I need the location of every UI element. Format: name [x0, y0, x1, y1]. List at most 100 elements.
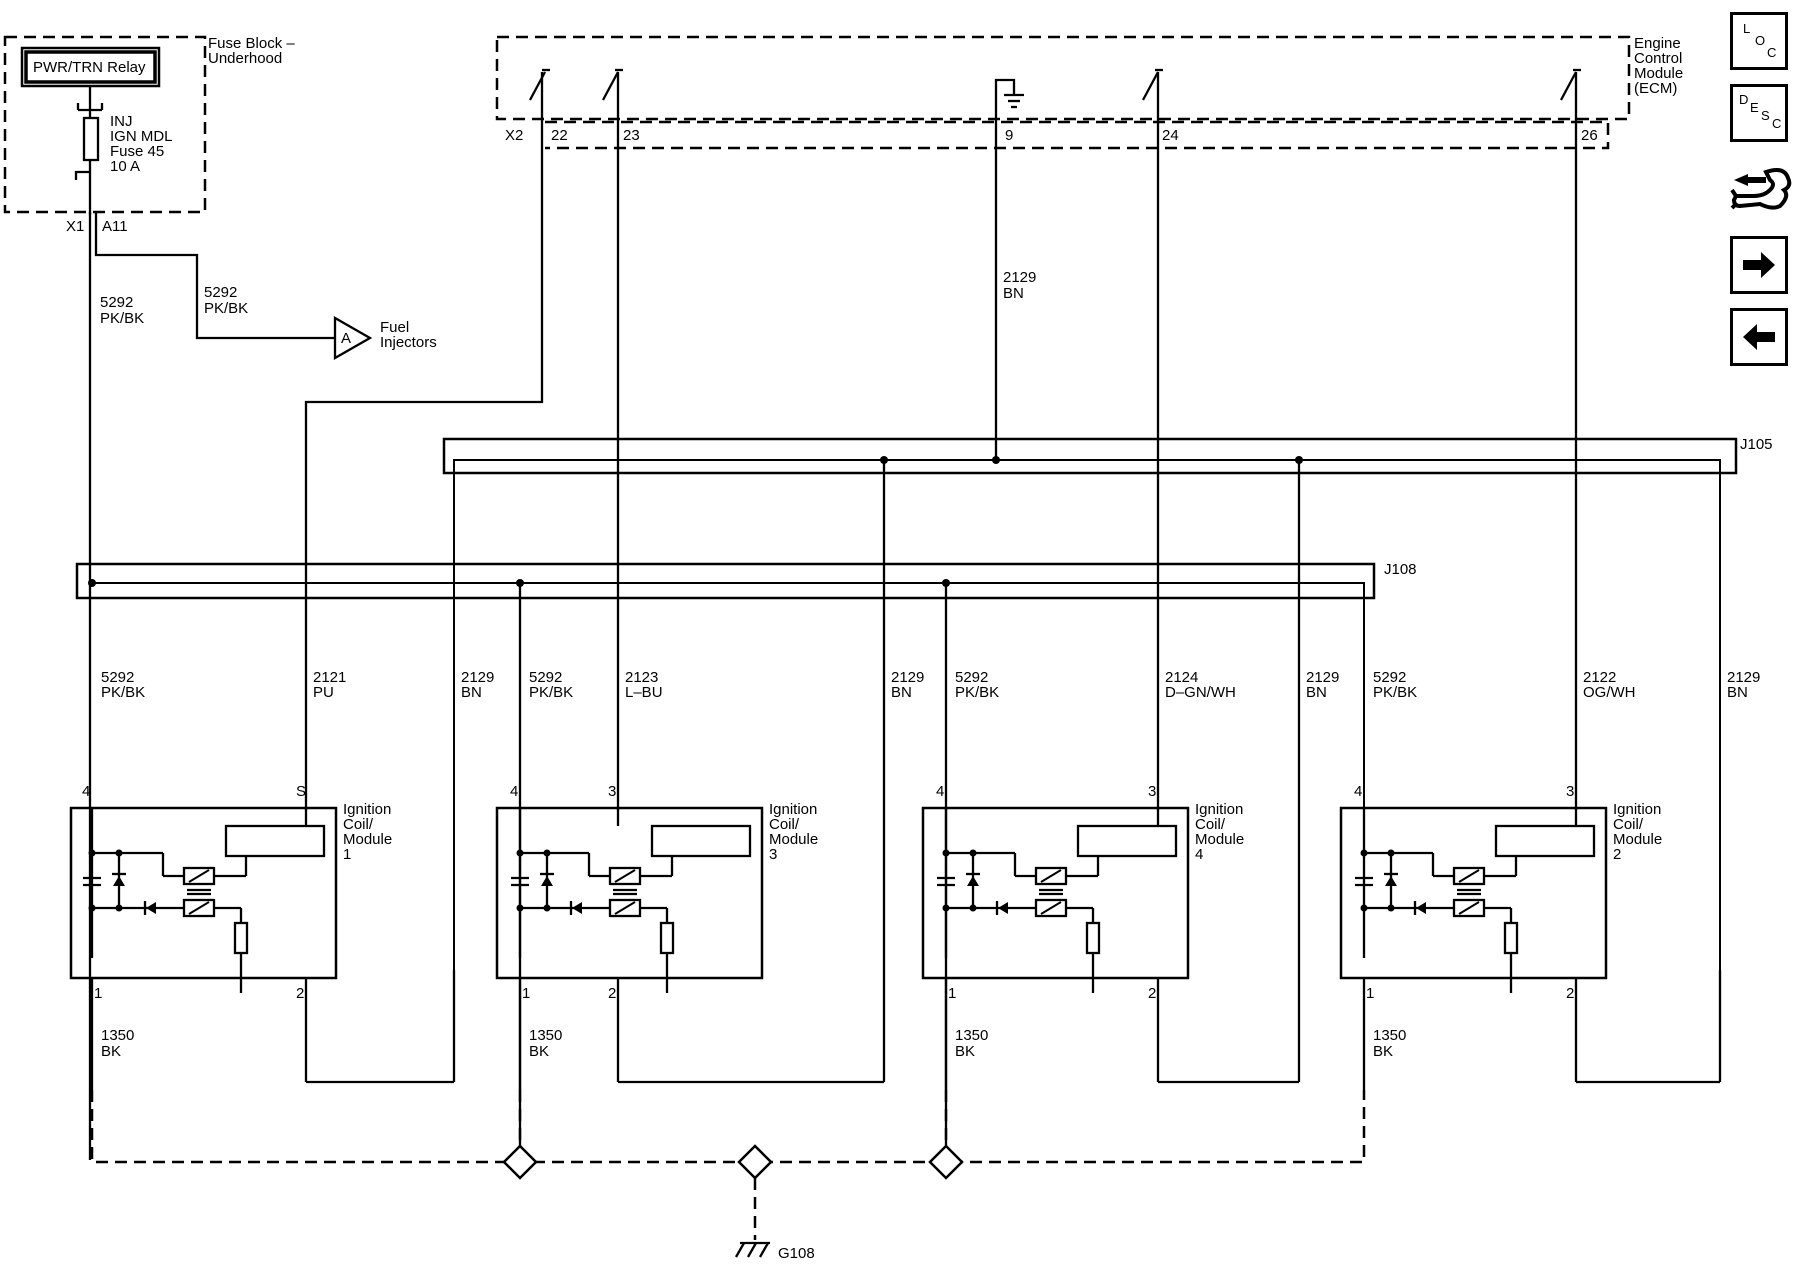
desc-letter-e: E	[1750, 100, 1759, 115]
feed-color: PK/BK	[101, 684, 145, 701]
coil-winding-icon	[1034, 866, 1068, 918]
ecm-switch-icon	[528, 68, 550, 101]
feed-color: PK/BK	[955, 684, 999, 701]
ground-circuit: 2129	[891, 669, 924, 686]
fuel-injectors-label-1: Fuel	[380, 319, 409, 336]
desc-letter-s: S	[1761, 108, 1770, 123]
loc-letter-c: C	[1767, 45, 1777, 60]
splice-diamond	[928, 1144, 964, 1180]
ecm-switch-icon	[1559, 68, 1581, 101]
ecm-ground-circuit: 2129	[1003, 269, 1036, 286]
coil-pin-label: 2	[1566, 985, 1574, 1002]
coil-name: Ignition	[1613, 801, 1661, 818]
coil-winding-icon	[608, 866, 642, 918]
control-circuit: 2122	[1583, 669, 1616, 686]
coil-pin-label: 2	[296, 985, 304, 1002]
loc-letter-l: L	[1743, 21, 1751, 36]
fuel-feed-circuit: 5292	[204, 284, 237, 301]
coil-name: Ignition	[1195, 801, 1243, 818]
low-color: BK	[1373, 1043, 1393, 1060]
description-button[interactable]: D E S C	[1730, 84, 1788, 142]
fuel-injectors-label-2: Injectors	[380, 334, 437, 351]
ground-bus: G108	[90, 1090, 1366, 1262]
coil-pin-label: S	[296, 783, 306, 800]
back-arrow-button[interactable]	[1730, 308, 1788, 366]
low-color: BK	[529, 1043, 549, 1060]
ecm: Engine Control Module (ECM) X2 22 23 9 2…	[495, 35, 1683, 150]
feed-color: PK/BK	[1373, 684, 1417, 701]
coil-pin-label: 3	[608, 783, 616, 800]
coil-name: Module	[1613, 831, 1662, 848]
fuse-icon	[82, 116, 100, 162]
splice-diamond	[737, 1144, 773, 1180]
coil-name: Module	[343, 831, 392, 848]
coil-pin-label: 2	[1148, 985, 1156, 1002]
diode-icon	[143, 901, 156, 915]
coil-name: Coil/	[1613, 816, 1644, 833]
low-circuit: 1350	[101, 1027, 134, 1044]
low-circuit: 1350	[529, 1027, 562, 1044]
feed-circuit: 5292	[100, 294, 133, 311]
location-button[interactable]: L O C	[1730, 12, 1788, 70]
coil-number: 3	[769, 846, 777, 863]
low-color: BK	[101, 1043, 121, 1060]
coil-name: Module	[769, 831, 818, 848]
ecm-ground-icon	[994, 78, 1024, 109]
splice-j105-label: J105	[1740, 436, 1773, 453]
fuse-block-subtitle: Underhood	[208, 50, 282, 67]
connector-tool-icon[interactable]	[1730, 160, 1794, 220]
coil-name: Ignition	[769, 801, 817, 818]
connector-x1-label: X1	[66, 218, 84, 235]
resistor-icon	[1503, 921, 1519, 955]
feed-circuit: 5292	[529, 669, 562, 686]
ground-color: BN	[1727, 684, 1748, 701]
control-color: D–GN/WH	[1165, 684, 1236, 701]
coil-pin-label: 1	[94, 985, 102, 1002]
coil-pin-label: 4	[936, 783, 944, 800]
ground-color: BN	[891, 684, 912, 701]
coil-pin-label: 1	[1366, 985, 1374, 1002]
feed-wiring: A Fuel Injectors 5292 PK/BK 5292 PK/BK	[88, 212, 437, 1160]
diode-icon	[1413, 901, 1426, 915]
ecm-pin-9: 9	[1005, 127, 1013, 144]
coil-name: Coil/	[1195, 816, 1226, 833]
ecm-pin-24: 24	[1162, 127, 1179, 144]
splice-j108-label: J108	[1384, 561, 1417, 578]
capacitor-icon	[937, 876, 955, 887]
control-circuit: 2121	[313, 669, 346, 686]
control-color: L–BU	[625, 684, 663, 701]
ecm-wires: 2129 BN	[304, 72, 1578, 810]
fuse-name-line2: IGN MDL	[110, 128, 173, 145]
coil-name: Coil/	[343, 816, 374, 833]
coil-pin-label: 4	[1354, 783, 1362, 800]
control-circuit: 2123	[625, 669, 658, 686]
ecm-pin-26: 26	[1581, 127, 1598, 144]
coil-pin-label: 2	[608, 985, 616, 1002]
coil-pin-label: 4	[510, 783, 518, 800]
fuel-connector-letter: A	[341, 330, 351, 347]
ecm-ground-color: BN	[1003, 285, 1024, 302]
low-color: BK	[955, 1043, 975, 1060]
resistor-icon	[233, 921, 249, 955]
coil-pin-label: 4	[82, 783, 90, 800]
diode-icon	[995, 901, 1008, 915]
chassis-ground-icon	[735, 1241, 770, 1258]
fuse-number: Fuse 45	[110, 143, 164, 160]
coil-name: Coil/	[769, 816, 800, 833]
coil-pin-label: 3	[1566, 783, 1574, 800]
coil-number: 1	[343, 846, 351, 863]
forward-arrow-button[interactable]	[1730, 236, 1788, 294]
ecm-switch-icon	[601, 68, 623, 101]
control-color: PU	[313, 684, 334, 701]
ecm-switch-icon	[1141, 68, 1163, 101]
capacitor-icon	[83, 876, 101, 887]
ecm-label-1: Engine	[1634, 35, 1681, 52]
coil-winding-icon	[1452, 866, 1486, 918]
back-arrow-icon	[1743, 324, 1775, 350]
coil-number: 2	[1613, 846, 1621, 863]
fuse-rating: 10 A	[110, 158, 140, 175]
fuse-block-underhood: PWR/TRN Relay Fuse Block – Underhood INJ…	[3, 35, 295, 235]
desc-letter-c: C	[1772, 116, 1782, 131]
